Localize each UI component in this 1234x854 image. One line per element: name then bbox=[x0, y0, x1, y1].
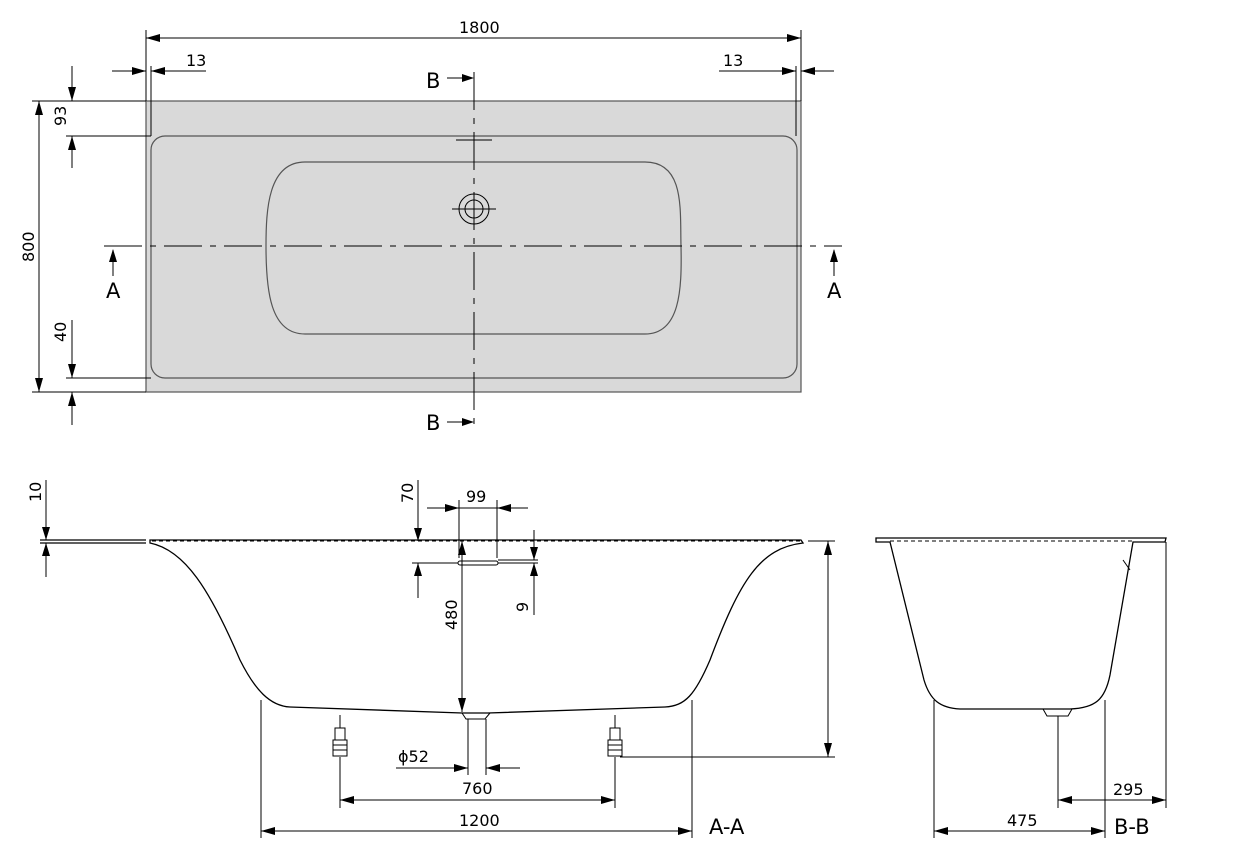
dim-floor-length: 1200 bbox=[459, 811, 500, 830]
dim-drain-diameter: ϕ52 bbox=[398, 747, 429, 766]
dim-overall-length: 1800 bbox=[459, 18, 500, 37]
section-a-view: 10 70 99 9 480 ϕ52 bbox=[26, 480, 835, 839]
dim-feet-spacing: 760 bbox=[462, 779, 493, 798]
dim-rim-left: 13 bbox=[186, 51, 206, 70]
section-a-right-label: A bbox=[827, 279, 842, 303]
section-b-bottom-label: B bbox=[426, 411, 440, 435]
overflow-a bbox=[457, 560, 499, 566]
drain-a bbox=[461, 712, 491, 720]
foot-right bbox=[607, 715, 623, 757]
section-a-left-label: A bbox=[106, 279, 121, 303]
section-b-top-label: B bbox=[426, 69, 440, 93]
section-b-view: 295 475 B-B bbox=[875, 537, 1167, 839]
dim-floor-width: 475 bbox=[1007, 811, 1038, 830]
dim-overflow-offset: 70 bbox=[398, 483, 417, 503]
dim-rim-right: 13 bbox=[723, 51, 743, 70]
dim-drain-to-wall: 295 bbox=[1113, 780, 1144, 799]
dim-overall-width: 800 bbox=[19, 231, 38, 262]
tub-profile-a bbox=[149, 539, 805, 714]
dim-rim-bottom: 40 bbox=[51, 322, 70, 342]
dim-depth: 480 bbox=[442, 599, 461, 630]
foot-left bbox=[332, 715, 348, 757]
dim-overflow-height: 9 bbox=[513, 602, 532, 612]
section-a-title: A-A bbox=[709, 815, 745, 839]
drain-b bbox=[1042, 708, 1073, 717]
section-b-title: B-B bbox=[1114, 815, 1150, 839]
dim-rim-thickness: 10 bbox=[26, 482, 45, 502]
dim-overflow-width: 99 bbox=[466, 487, 486, 506]
top-view: B B A A 1800 13 13 bbox=[19, 18, 842, 435]
tub-profile-b bbox=[875, 537, 1167, 710]
tub-basin-bottom bbox=[265, 161, 682, 335]
dim-rim-top: 93 bbox=[51, 106, 70, 126]
